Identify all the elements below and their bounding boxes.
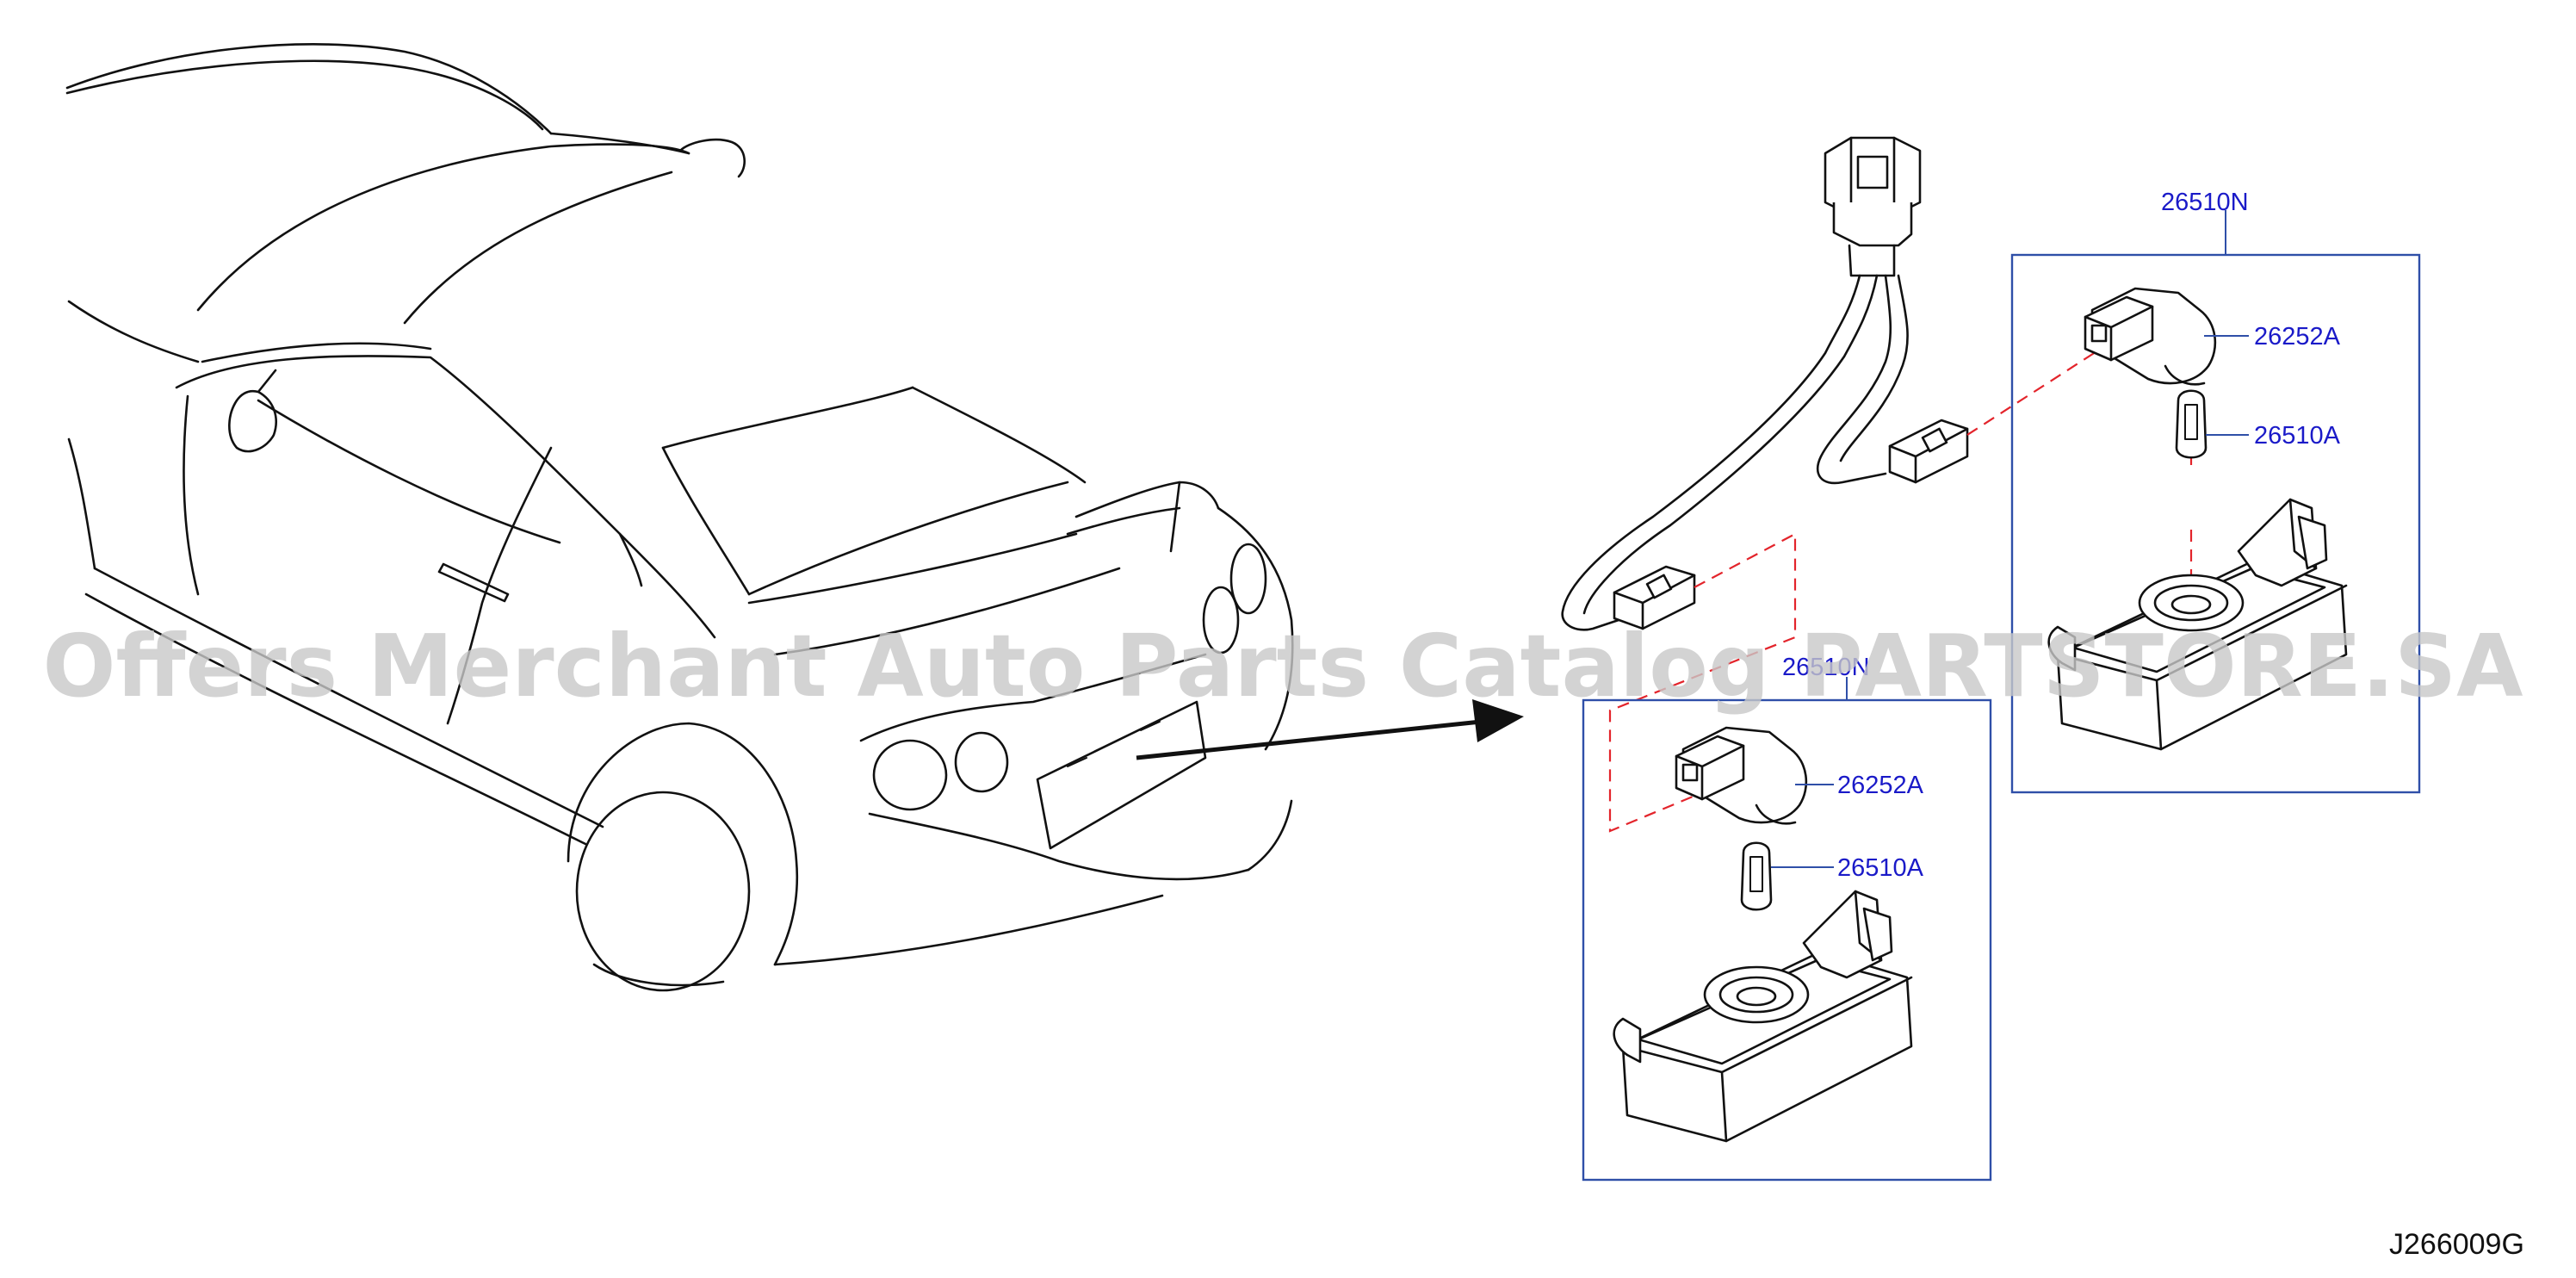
assembly-box-right [2010,210,2421,794]
label-bulb-right: 26510A [2254,422,2341,450]
label-socket-left: 26252A [1837,772,1924,799]
figure-code: J266009G [2389,1228,2524,1261]
pointer-arrow [1136,699,1524,760]
label-assembly-right: 26510N [2161,189,2249,216]
label-bulb-left: 26510A [1837,854,1924,882]
wire-harness [1561,136,1969,631]
label-socket-right: 26252A [2254,323,2341,351]
watermark: Offers Merchant Auto Parts Catalog PARTS… [42,616,2523,717]
car-illustration [65,43,1294,992]
assembly-box-left [1582,677,1992,1182]
label-assembly-left: 26510N [1782,654,1870,681]
